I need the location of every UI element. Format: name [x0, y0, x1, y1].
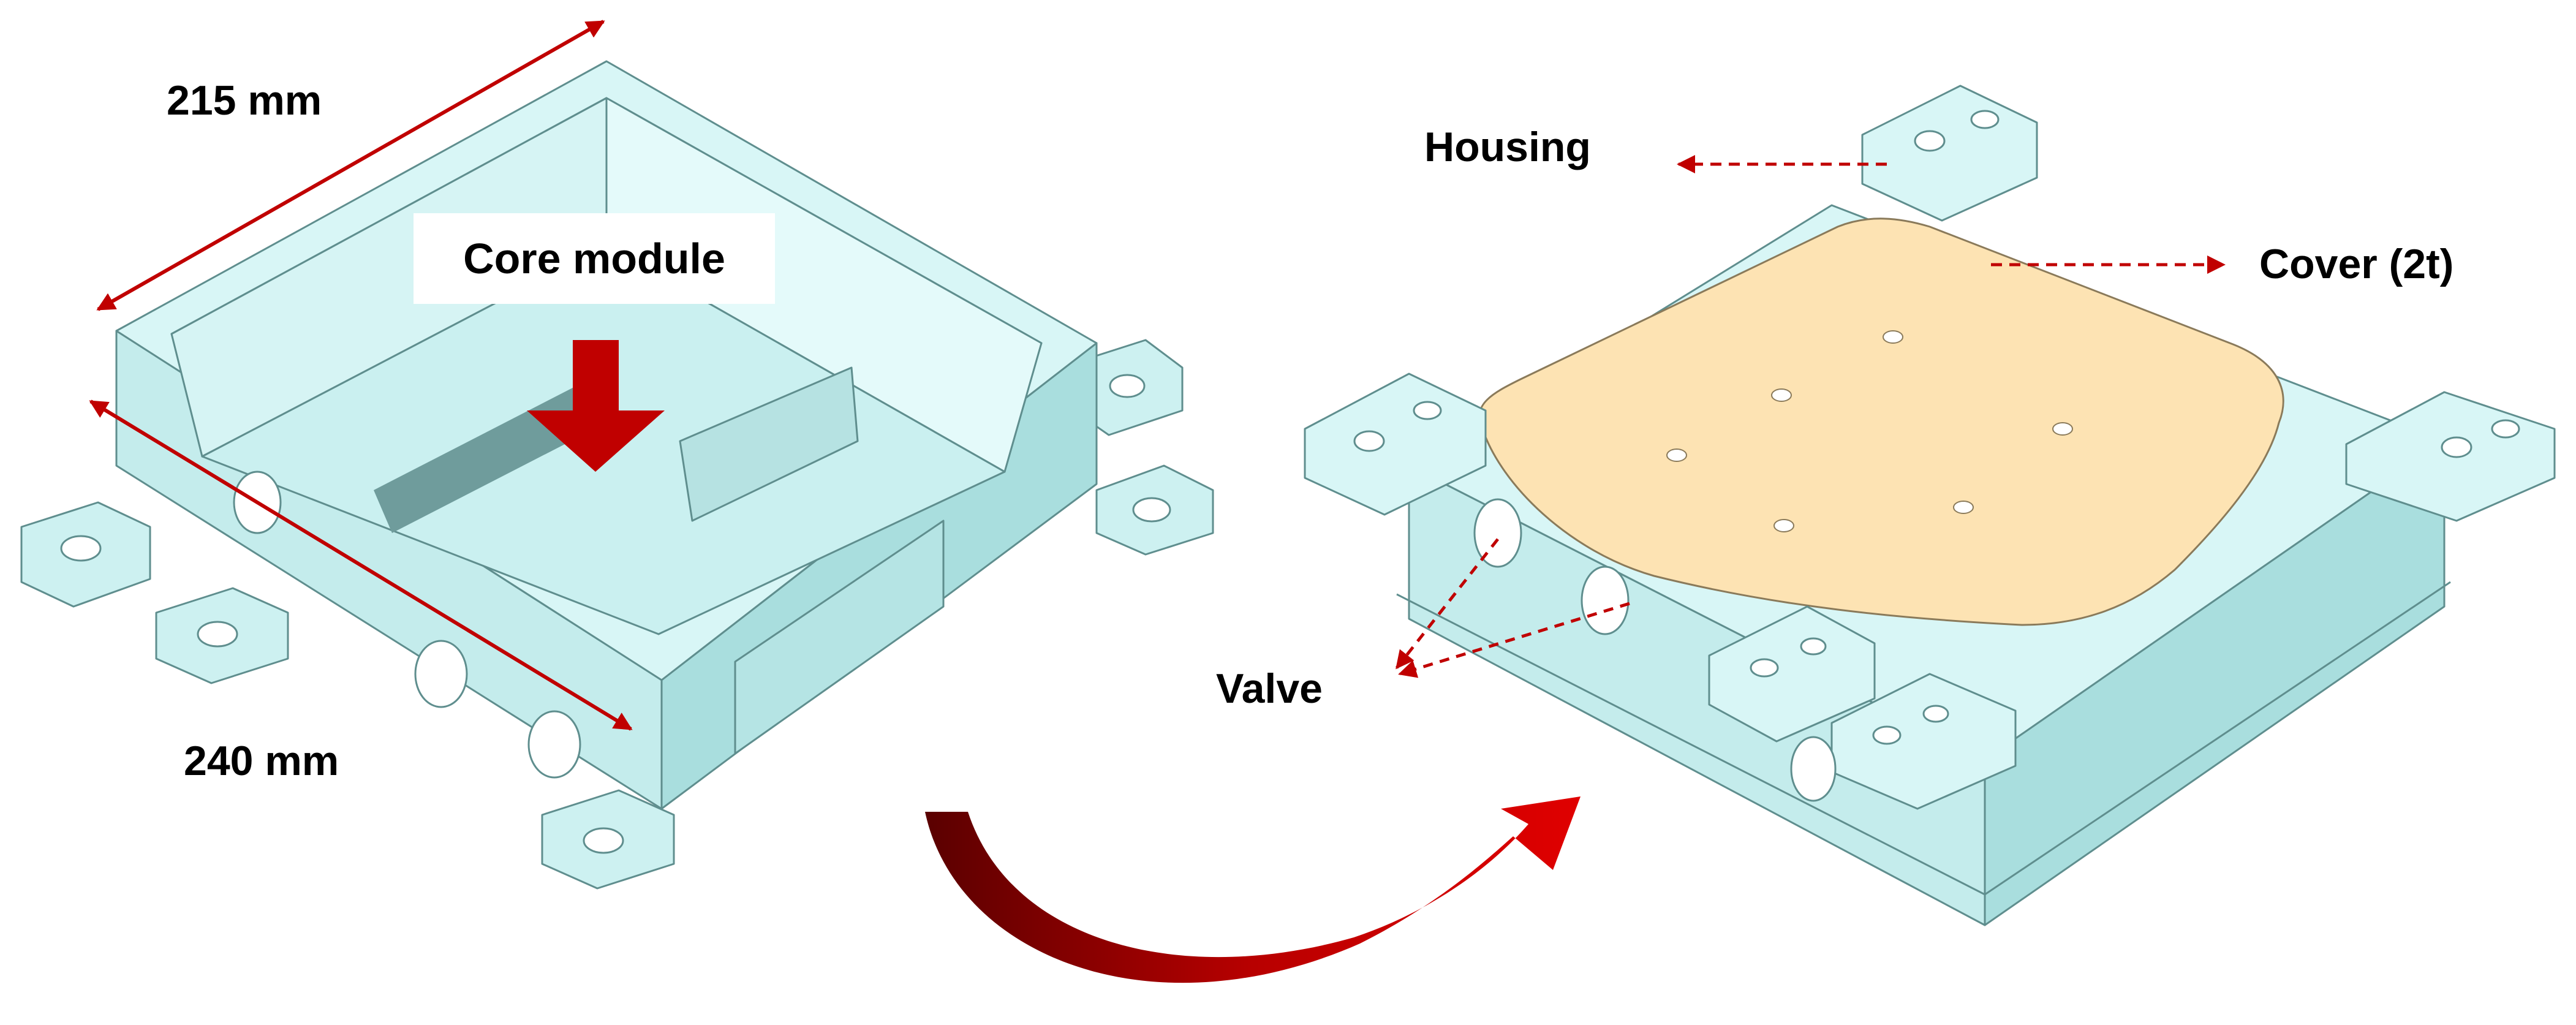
valve-label: Valve: [1216, 665, 1323, 712]
cover-label: Cover (2t): [2259, 241, 2454, 287]
core-module-label-box: Core module: [414, 213, 775, 304]
dimension-arrow-215: [96, 20, 605, 311]
bracket-holes: [1353, 110, 2520, 745]
internal-partition: [679, 366, 859, 522]
housing-label: Housing: [1424, 124, 1591, 170]
flip-arrow: [925, 796, 1581, 983]
side-recess: [734, 520, 945, 755]
valve-ports: [1473, 498, 1837, 802]
base-flange: [1396, 581, 2451, 896]
valve-callout-arrow-2: [1398, 602, 1630, 678]
cover-plate: [1478, 217, 2284, 626]
core-module-label: Core module: [463, 235, 725, 282]
dimension-label-240: 240 mm: [184, 738, 339, 784]
dimension-arrow-240: [89, 399, 633, 731]
cover-holes: [1666, 330, 2073, 532]
dimension-label-215: 215 mm: [167, 77, 322, 124]
housing-closed-view: [1304, 85, 2556, 926]
